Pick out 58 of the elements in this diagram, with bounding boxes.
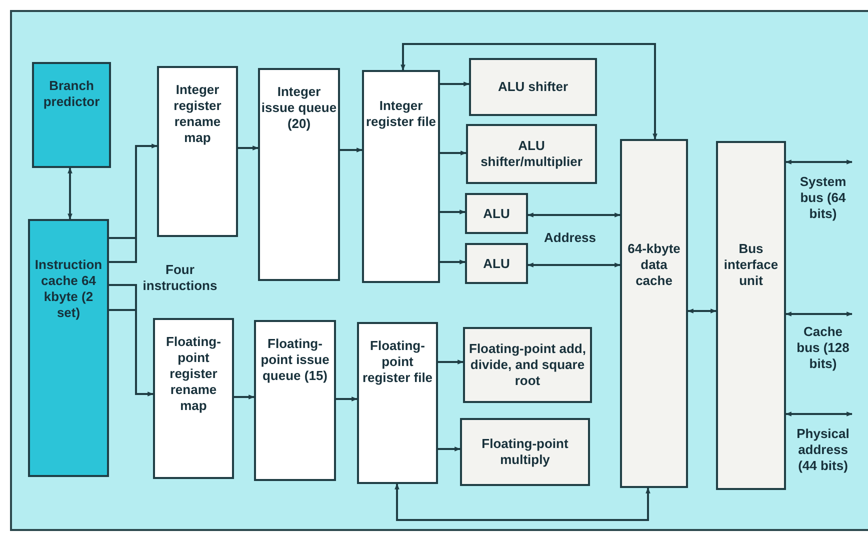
execution-unit-box bbox=[469, 58, 597, 116]
box-label: Integer register rename map bbox=[172, 82, 222, 146]
box-label: ALU shifter/multiplier bbox=[480, 138, 584, 170]
arrow bbox=[238, 146, 259, 150]
register-file-box bbox=[362, 70, 440, 283]
arrow bbox=[527, 212, 621, 218]
annotation-label: Address bbox=[542, 230, 598, 246]
arrow bbox=[438, 360, 464, 364]
rename-map-box bbox=[157, 66, 238, 237]
rename-map-box bbox=[153, 318, 234, 479]
issue-queue-box bbox=[258, 68, 340, 281]
box-label: 64-kbyte data cache bbox=[626, 241, 682, 289]
box-label: ALU shifter bbox=[496, 79, 570, 95]
box-label: Bus interface unit bbox=[722, 241, 780, 289]
box-label: Integer issue queue (20) bbox=[260, 84, 338, 132]
arrow bbox=[440, 260, 466, 264]
alu-box bbox=[465, 193, 528, 234]
instruction-cache-box bbox=[28, 219, 109, 477]
arrow bbox=[440, 210, 466, 214]
annotation-label: Four instructions bbox=[142, 262, 218, 294]
arrow bbox=[234, 394, 255, 400]
data-cache-box bbox=[620, 139, 688, 488]
arrow bbox=[687, 308, 717, 314]
box-label: Floating-point register rename map bbox=[165, 334, 222, 414]
arrow bbox=[440, 82, 470, 86]
execution-unit-box bbox=[466, 124, 597, 184]
arrow bbox=[785, 312, 853, 316]
box-label: Physical address (44 bits) bbox=[796, 426, 850, 474]
execution-unit-box bbox=[460, 418, 590, 486]
arrow bbox=[440, 150, 467, 156]
issue-queue-box bbox=[254, 320, 336, 481]
box-label: ALU bbox=[482, 206, 511, 222]
box-label: Instruction cache 64 kbyte (2 set) bbox=[34, 257, 104, 321]
box-label: Floating-point add, divide, and square root bbox=[468, 341, 587, 389]
box-label: Floating-point multiply bbox=[480, 436, 570, 468]
box-label: System bus (64 bits) bbox=[798, 174, 848, 222]
register-file-box bbox=[357, 322, 438, 484]
arrow bbox=[336, 396, 358, 402]
arrow bbox=[438, 446, 461, 452]
arrow bbox=[68, 167, 72, 220]
execution-unit-box bbox=[463, 327, 592, 403]
alu-box bbox=[465, 243, 528, 284]
box-label: ALU bbox=[482, 256, 511, 272]
box-label: Branch predictor bbox=[42, 78, 101, 110]
bus-interface-box bbox=[716, 141, 786, 490]
arrow bbox=[785, 160, 853, 164]
box-label: Floating-point issue queue (15) bbox=[260, 336, 330, 384]
arrow bbox=[400, 43, 658, 140]
arrow bbox=[785, 412, 853, 416]
arrow bbox=[109, 284, 154, 396]
box-label: Integer register file bbox=[364, 98, 438, 130]
arrow bbox=[109, 144, 158, 263]
arrow bbox=[394, 483, 650, 521]
branch-predictor-box bbox=[32, 62, 111, 168]
box-label: Cache bus (128 bits) bbox=[796, 324, 850, 372]
arrow bbox=[340, 148, 363, 152]
box-label: Floating-point register file bbox=[361, 338, 434, 386]
arrow bbox=[527, 262, 621, 268]
